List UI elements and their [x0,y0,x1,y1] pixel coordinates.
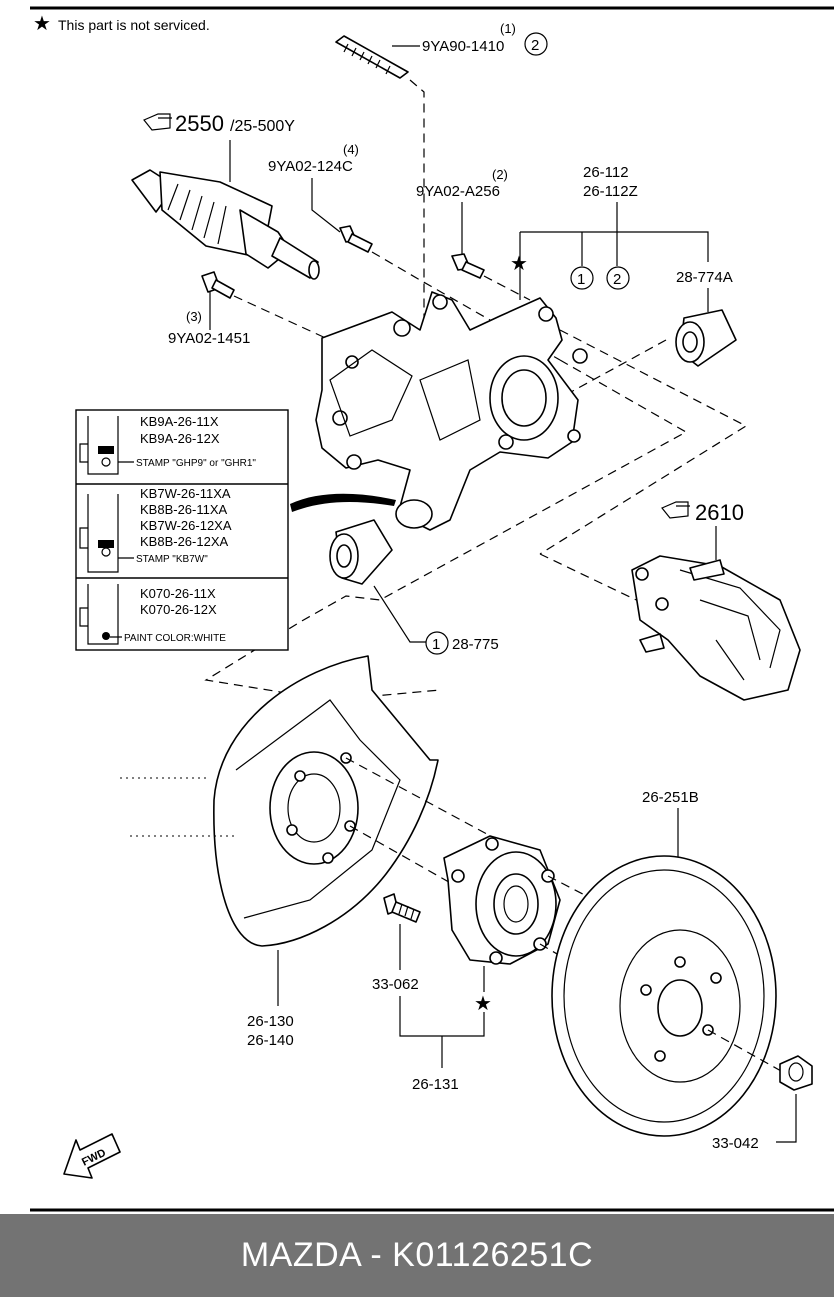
hub-code: 26-131 [412,1076,459,1093]
bolt124c-code: 9YA02-124C [268,158,353,175]
stud-part [335,35,409,79]
leader-hub [399,966,485,1068]
bolt124c-part [339,225,373,253]
inset-box [75,409,289,651]
dash-bolt124c [371,251,561,361]
driveshaft-ref-sub: /25-500Y [230,118,295,135]
bolt1451-qty: (3) [186,309,202,324]
stud-qty: (1) [500,21,516,36]
dust-shield-code-1: 26-130 [247,1013,294,1030]
bolta256-qty: (2) [492,167,508,182]
caliper-ref: 2610 [695,500,744,525]
driveshaft-part [131,169,320,280]
bushing-upper-part [675,309,737,367]
inset-3-code-1: K070-26-11X [140,586,216,601]
dash-shield [345,757,499,895]
dot-lines-left [120,777,236,837]
star-hub-icon: ★ [474,993,492,1015]
bolta256-part [451,253,485,279]
stud-code: 9YA90-1410 [422,38,504,55]
knuckle-circle-2 [606,266,630,290]
leader-bolt124c [311,178,341,233]
hub-bolt-code: 33-062 [372,976,419,993]
inset-3-code-2: K070-26-12X [140,602,217,617]
dash-bolt1451 [233,295,331,341]
inset-2-code-2: KB8B-26-11XA [140,502,228,517]
footer-bar: MAZDA - K01126251C [0,1214,834,1297]
dash-bushing-upper [559,339,667,399]
hub-part [443,835,561,965]
dust-shield-code-2: 26-140 [247,1032,294,1049]
star-icon: ★ [33,13,51,35]
bushing-lower-circle [425,631,449,655]
stud-circle-num: 2 [531,37,539,54]
inset-2-stamp: STAMP "KB7W" [136,554,208,565]
bushing-lower-code: 28-775 [452,636,499,653]
dust-shield-part [213,655,439,947]
caliper-part [631,555,801,701]
nut-part [779,1055,813,1091]
knuckle-code-1: 26-112 [583,164,629,181]
fwd-arrow-icon [63,1133,121,1179]
inset-1-stamp: STAMP "GHP9" or "GHR1" [136,458,256,469]
leader-knuckle [519,202,709,300]
hand-pointer-caliper-icon [661,501,690,519]
inset-1-code-2: KB9A-26-12X [140,431,220,446]
dash-bolta256 [483,275,531,301]
inset-3-stamp: PAINT COLOR:WHITE [124,633,226,644]
inset-2-code-4: KB8B-26-12XA [140,534,228,549]
inset-1-code-1: KB9A-26-11X [140,414,219,429]
driveshaft-ref: 2550 [175,111,224,136]
inset-2-code-1: KB7W-26-11XA [140,486,231,501]
bolta256-code: 9YA02-A256 [416,183,500,200]
hand-pointer-icon [143,113,172,131]
knuckle-part [315,291,588,531]
hub-bolt-part [383,893,421,923]
not-serviced-note: This part is not serviced. [58,17,210,33]
star-knuckle-icon: ★ [510,253,528,275]
dash-disc-nut [707,1029,791,1077]
bolt124c-qty: (4) [343,142,359,157]
footer-title: MAZDA - K01126251C [240,1236,594,1274]
leader-nut [776,1094,797,1143]
disc-code: 26-251B [642,789,699,806]
inset-2-code-3: KB7W-26-12XA [140,518,232,533]
leader-bushing-lower [373,585,426,643]
disc-part [551,855,777,1137]
bushing-upper-code: 28-774A [676,269,733,286]
dash-stud [409,79,425,330]
bushing-lower-part [329,519,393,585]
knuckle-circle-2-num: 2 [613,271,621,288]
inset-arrow-icon [290,493,396,512]
nut-code: 33-042 [712,1135,759,1152]
knuckle-circle-1 [570,266,594,290]
stud-circle [524,32,548,56]
knuckle-circle-1-num: 1 [577,271,585,288]
parts-diagram: ★ This part is not serviced. (1) 9YA90-1… [30,6,834,1212]
bolt1451-part [201,271,235,299]
knuckle-code-2: 26-112Z [583,183,638,200]
bolt1451-code: 9YA02-1451 [168,330,250,347]
bushing-lower-circle-num: 1 [432,636,440,653]
